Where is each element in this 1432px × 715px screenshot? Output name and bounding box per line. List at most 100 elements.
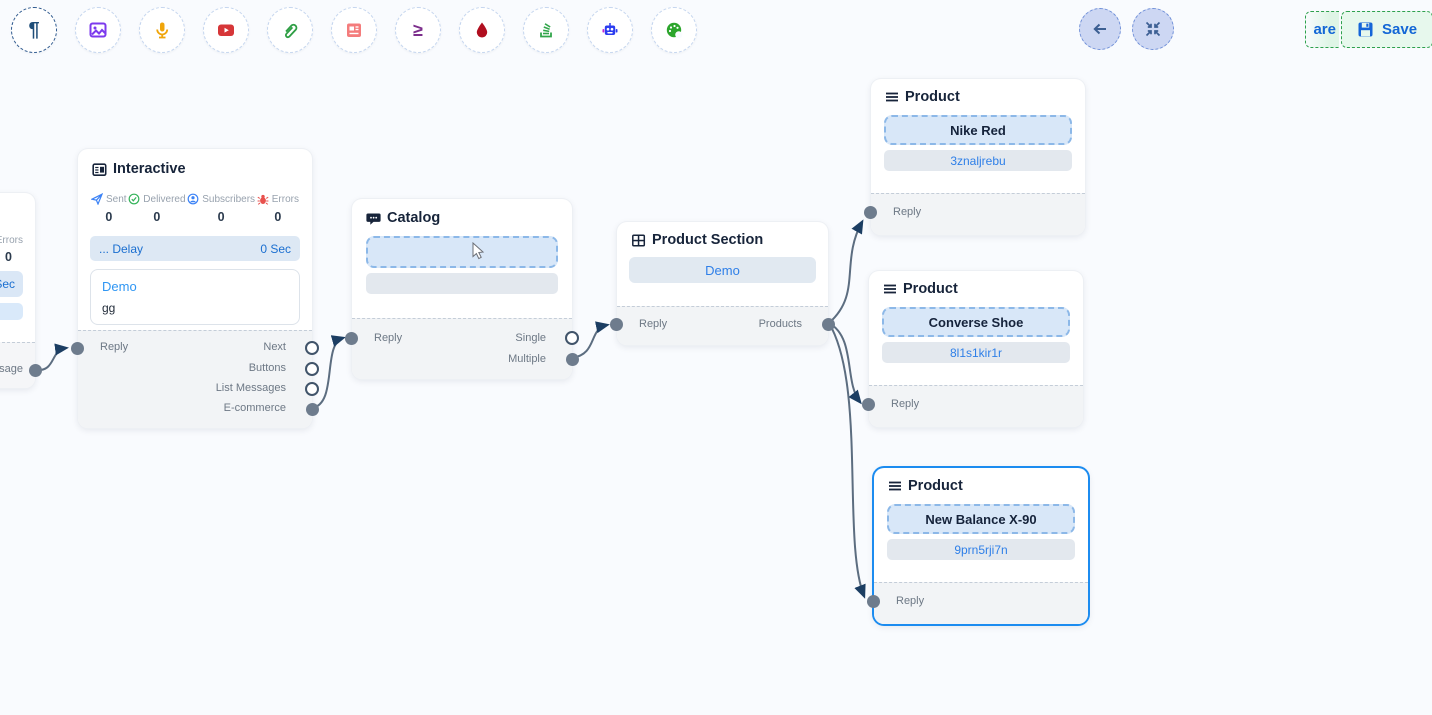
interactive-icon xyxy=(92,162,107,176)
node-catalog[interactable]: Catalog Reply Single Multiple xyxy=(345,199,579,379)
product-header: Product xyxy=(869,271,1083,297)
edge-products-to-product3[interactable] xyxy=(828,322,866,599)
output-next-handle[interactable] xyxy=(305,341,319,355)
toolbar-image-button[interactable] xyxy=(75,7,121,53)
share-button-partial[interactable]: are xyxy=(1305,11,1339,48)
stat-errors-value: 0 xyxy=(274,210,282,224)
product-code: 9prn5rji7n xyxy=(954,542,1008,557)
node-product-converse-shoe[interactable]: Product Converse Shoe 8l1s1kir1r Reply xyxy=(862,271,1083,427)
output-ecommerce-label: E-commerce xyxy=(223,402,286,414)
product-title: Product xyxy=(908,478,963,494)
interactive-title: Interactive xyxy=(113,161,186,177)
output-ecommerce-handle[interactable] xyxy=(306,403,319,416)
pilcrow-icon: ¶ xyxy=(28,19,40,41)
product-code-box[interactable]: 3znaljrebu xyxy=(884,150,1072,171)
node-product-nike-red[interactable]: Product Nike Red 3znaljrebu Reply xyxy=(864,79,1085,235)
partial-delay-row[interactable]: 0 Sec xyxy=(0,271,23,297)
product-reply-handle[interactable] xyxy=(867,595,880,608)
product-reply-handle[interactable] xyxy=(864,206,877,219)
edge-ecommerce-to-catalog[interactable] xyxy=(311,335,346,409)
product-reply-handle[interactable] xyxy=(862,398,875,411)
node-product-section[interactable]: Product Section Demo Reply Products xyxy=(610,222,835,345)
message-title: Demo xyxy=(102,279,137,294)
partial-message-output-handle[interactable] xyxy=(29,364,42,377)
product-header: Product xyxy=(874,468,1088,494)
product-name-box[interactable]: New Balance X-90 xyxy=(887,504,1075,534)
stat-delivered: Delivered 0 xyxy=(128,193,186,224)
product-code-box[interactable]: 8l1s1kir1r xyxy=(882,342,1070,363)
output-multiple-handle[interactable] xyxy=(566,353,579,366)
menu-lines-icon xyxy=(889,481,901,491)
toolbar-drip-button[interactable] xyxy=(459,7,505,53)
back-button[interactable] xyxy=(1079,8,1121,50)
product-title: Product xyxy=(905,89,960,105)
output-next-label: Next xyxy=(263,341,286,353)
product-name-box[interactable]: Nike Red xyxy=(884,115,1072,145)
products-output-handle[interactable] xyxy=(822,318,835,331)
interactive-delay-row[interactable]: ... Delay 0 Sec xyxy=(90,236,300,261)
mouse-cursor xyxy=(472,242,485,260)
check-circle-icon xyxy=(128,193,140,205)
save-button[interactable]: Save xyxy=(1341,11,1432,48)
image-icon xyxy=(89,22,107,38)
compress-icon xyxy=(1145,21,1161,37)
output-buttons-handle[interactable] xyxy=(305,362,319,376)
output-list-messages-handle[interactable] xyxy=(305,382,319,396)
toolbar-attachment-button[interactable] xyxy=(267,7,313,53)
product-name: Nike Red xyxy=(950,122,1006,138)
bug-icon xyxy=(257,194,269,205)
interactive-message-box[interactable]: Demo gg xyxy=(90,269,300,325)
stat-sent: Sent 0 xyxy=(91,193,127,224)
product-section-demo-label: Demo xyxy=(705,262,740,278)
output-buttons-label: Buttons xyxy=(248,362,286,374)
product-section-header: Product Section xyxy=(617,222,828,248)
interactive-reply-handle[interactable] xyxy=(71,342,84,355)
product-name: New Balance X-90 xyxy=(925,511,1037,527)
toolbar-news-button[interactable] xyxy=(331,7,377,53)
product-footer: Reply xyxy=(862,385,1083,427)
interactive-stats: Sent 0 Delivered 0 Subscribers xyxy=(78,177,312,224)
toolbar-audio-button[interactable] xyxy=(139,7,185,53)
toolbar-paragraph-button[interactable]: ¶ xyxy=(11,7,57,53)
partial-blue-pill[interactable] xyxy=(0,303,23,320)
node-interactive[interactable]: Interactive Sent 0 Delivered 0 xyxy=(71,149,319,428)
stat-subscribers: Subscribers 0 xyxy=(187,193,255,224)
fit-view-button[interactable] xyxy=(1132,8,1174,50)
product-code-box[interactable]: 9prn5rji7n xyxy=(887,539,1075,560)
message-body: gg xyxy=(102,301,116,315)
menu-lines-icon xyxy=(886,92,898,102)
toolbar-video-button[interactable] xyxy=(203,7,249,53)
grid-icon xyxy=(632,234,646,247)
partial-output-label: Message xyxy=(0,363,23,375)
product-section-reply-handle[interactable] xyxy=(610,318,623,331)
subscriber-icon xyxy=(187,193,199,205)
edge-products-to-product1[interactable] xyxy=(828,219,864,324)
edge-products-to-product2[interactable] xyxy=(828,322,862,405)
output-single-handle[interactable] xyxy=(565,331,579,345)
stat-subscribers-value: 0 xyxy=(217,210,225,224)
toolbar-stack-button[interactable] xyxy=(523,7,569,53)
product-name-box[interactable]: Converse Shoe xyxy=(882,307,1070,337)
output-single-label: Single xyxy=(515,332,546,344)
node-product-new-balance[interactable]: Product New Balance X-90 9prn5rji7n Repl… xyxy=(867,468,1088,624)
product-section-demo-button[interactable]: Demo xyxy=(629,257,816,283)
product-name: Converse Shoe xyxy=(928,314,1024,330)
products-output-label: Products xyxy=(758,318,802,330)
product-reply-label: Reply xyxy=(893,206,922,218)
catalog-reply-handle[interactable] xyxy=(345,332,358,345)
menu-lines-icon xyxy=(884,284,896,294)
product-reply-label: Reply xyxy=(891,398,920,410)
catalog-dropzone[interactable] xyxy=(366,236,558,268)
product-header: Product xyxy=(871,79,1085,105)
greater-equal-icon: ≥ xyxy=(413,20,423,40)
node-partial-left[interactable]: Errors 0 0 Sec Message xyxy=(0,193,42,388)
stat-delivered-value: 0 xyxy=(153,210,161,224)
toolbar-condition-button[interactable]: ≥ xyxy=(395,7,441,53)
catalog-empty-row[interactable] xyxy=(366,273,558,294)
product-footer: Reply xyxy=(864,193,1085,235)
interactive-footer: Reply Next Buttons List Messages E-comme… xyxy=(71,330,319,428)
partial-errors-value: 0 xyxy=(5,250,12,264)
toolbar-bot-button[interactable] xyxy=(587,7,633,53)
stack-icon xyxy=(540,23,552,38)
toolbar-palette-button[interactable] xyxy=(651,7,697,53)
